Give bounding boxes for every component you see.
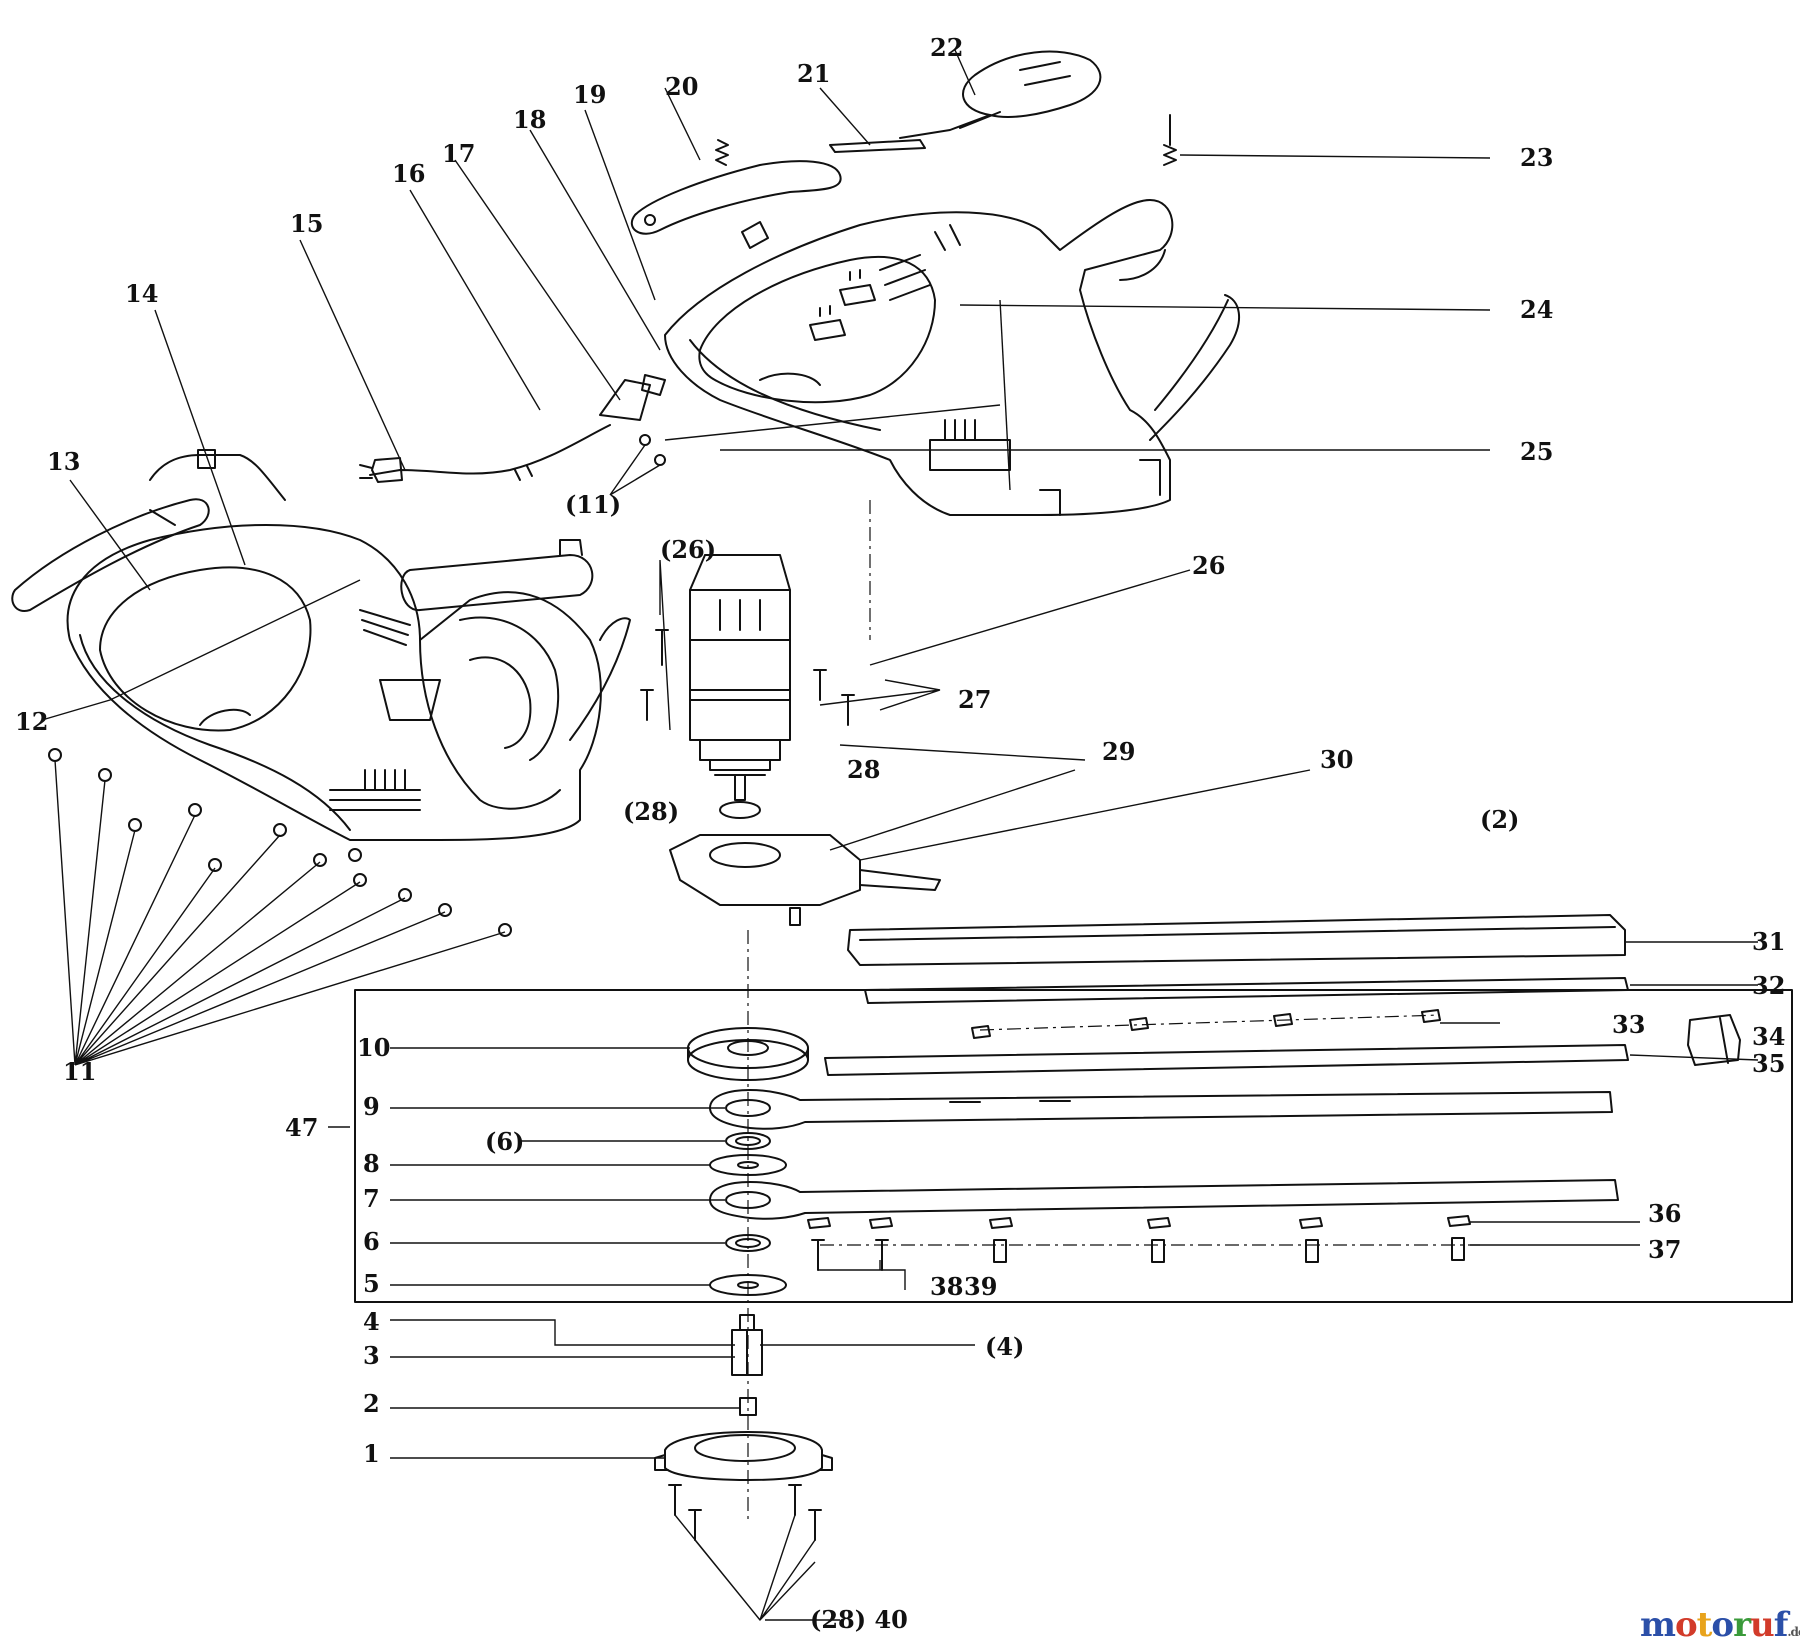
part-1-base-plate	[654, 1431, 833, 1481]
label-18: 18	[513, 105, 546, 134]
label-38: 38	[930, 1272, 963, 1301]
axis-lines	[747, 500, 1480, 1520]
label-4-paren: (4)	[985, 1332, 1024, 1361]
label-1: 1	[363, 1439, 380, 1468]
label-4: 4	[363, 1307, 380, 1336]
part-31-rail	[847, 914, 1626, 966]
label-36: 36	[1648, 1199, 1681, 1228]
label-22: 22	[930, 33, 963, 62]
watermark-letter: t	[1696, 1605, 1713, 1645]
label-23: 23	[1520, 143, 1553, 172]
part-21-plate	[829, 139, 926, 153]
watermark-letter: r	[1733, 1605, 1751, 1645]
part-18-block	[741, 221, 769, 249]
label-15: 15	[290, 209, 323, 238]
label-24: 24	[1520, 295, 1553, 324]
label-8: 8	[363, 1149, 380, 1178]
part-33-nuts	[971, 1009, 1441, 1039]
label-26: 26	[1192, 551, 1225, 580]
part-29-bearing	[719, 801, 761, 819]
label-27: 27	[958, 685, 991, 714]
part-36-washers	[807, 1215, 1471, 1229]
label-33: 33	[1612, 1010, 1645, 1039]
label-6-paren: (6)	[485, 1127, 524, 1156]
part-9-blade	[709, 1089, 1613, 1130]
label-12: 12	[15, 707, 48, 736]
label-13: 13	[47, 447, 80, 476]
leader-lines	[41, 49, 1759, 1622]
label-2: 2	[363, 1389, 380, 1418]
part-19-trigger	[630, 160, 842, 235]
label-28-40: (28) 40	[810, 1605, 908, 1634]
label-10: 10	[357, 1033, 390, 1062]
power-cord	[359, 374, 666, 483]
watermark-suffix: .de	[1787, 1625, 1800, 1639]
part-26-motor	[689, 554, 791, 801]
watermark-letter: f	[1773, 1605, 1789, 1645]
part-35-rail	[824, 1044, 1629, 1076]
label-29: 29	[1102, 737, 1135, 766]
part-labels: 1 2 3 4 5 6 7 8 9 10 11 (11) 12 13 14 15…	[15, 33, 1785, 1634]
label-28-paren: (28)	[623, 797, 679, 826]
label-11: 11	[63, 1057, 96, 1086]
right-housing-half	[664, 199, 1241, 516]
label-25: 25	[1520, 437, 1553, 466]
label-7: 7	[363, 1184, 380, 1213]
part-7-blade	[709, 1179, 1619, 1220]
watermark-letter: o	[1711, 1605, 1734, 1645]
label-16: 16	[392, 159, 425, 188]
label-34: 34	[1752, 1022, 1785, 1051]
label-26-paren: (26)	[660, 535, 716, 564]
assembly-47-box	[354, 989, 1793, 1303]
watermark-letter: u	[1750, 1605, 1775, 1645]
part-14-clip	[149, 449, 286, 501]
label-17: 17	[442, 139, 475, 168]
left-housing-half	[66, 524, 631, 841]
part-20-spring	[715, 139, 729, 166]
label-37: 37	[1648, 1235, 1681, 1264]
label-6: 6	[363, 1227, 380, 1256]
part-40-base-screws	[668, 1484, 822, 1541]
label-35: 35	[1752, 1049, 1785, 1078]
label-9: 9	[363, 1092, 380, 1121]
label-11-paren: (11)	[565, 490, 621, 519]
label-2-paren: (2)	[1480, 805, 1519, 834]
part-2-bushing	[739, 1397, 757, 1416]
label-20: 20	[665, 72, 698, 101]
part-13-handle-cover	[11, 498, 210, 612]
label-32: 32	[1752, 971, 1785, 1000]
part-37-bolts	[993, 1237, 1465, 1263]
housing-switch-contacts	[809, 269, 876, 341]
label-31: 31	[1752, 927, 1785, 956]
part-30-gear-housing	[669, 834, 941, 926]
watermark-letter: o	[1674, 1605, 1698, 1645]
label-21: 21	[797, 59, 830, 88]
label-5: 5	[363, 1269, 380, 1298]
label-30: 30	[1320, 745, 1353, 774]
part-23-spring	[1163, 114, 1177, 166]
watermark-text: motoruf	[1640, 1605, 1789, 1645]
label-28: 28	[847, 755, 880, 784]
label-39: 39	[964, 1272, 997, 1301]
motoruf-watermark: motoruf.de	[1640, 1605, 1800, 1645]
motor-screws	[640, 629, 855, 726]
label-3: 3	[363, 1341, 380, 1370]
label-47: 47	[285, 1113, 318, 1142]
label-14: 14	[125, 279, 158, 308]
part-3-4-shaft	[731, 1314, 763, 1376]
part-22-switch	[899, 50, 1102, 139]
label-19: 19	[573, 80, 606, 109]
watermark-letter: m	[1640, 1605, 1676, 1645]
part-34-end-cap	[1687, 1014, 1741, 1066]
